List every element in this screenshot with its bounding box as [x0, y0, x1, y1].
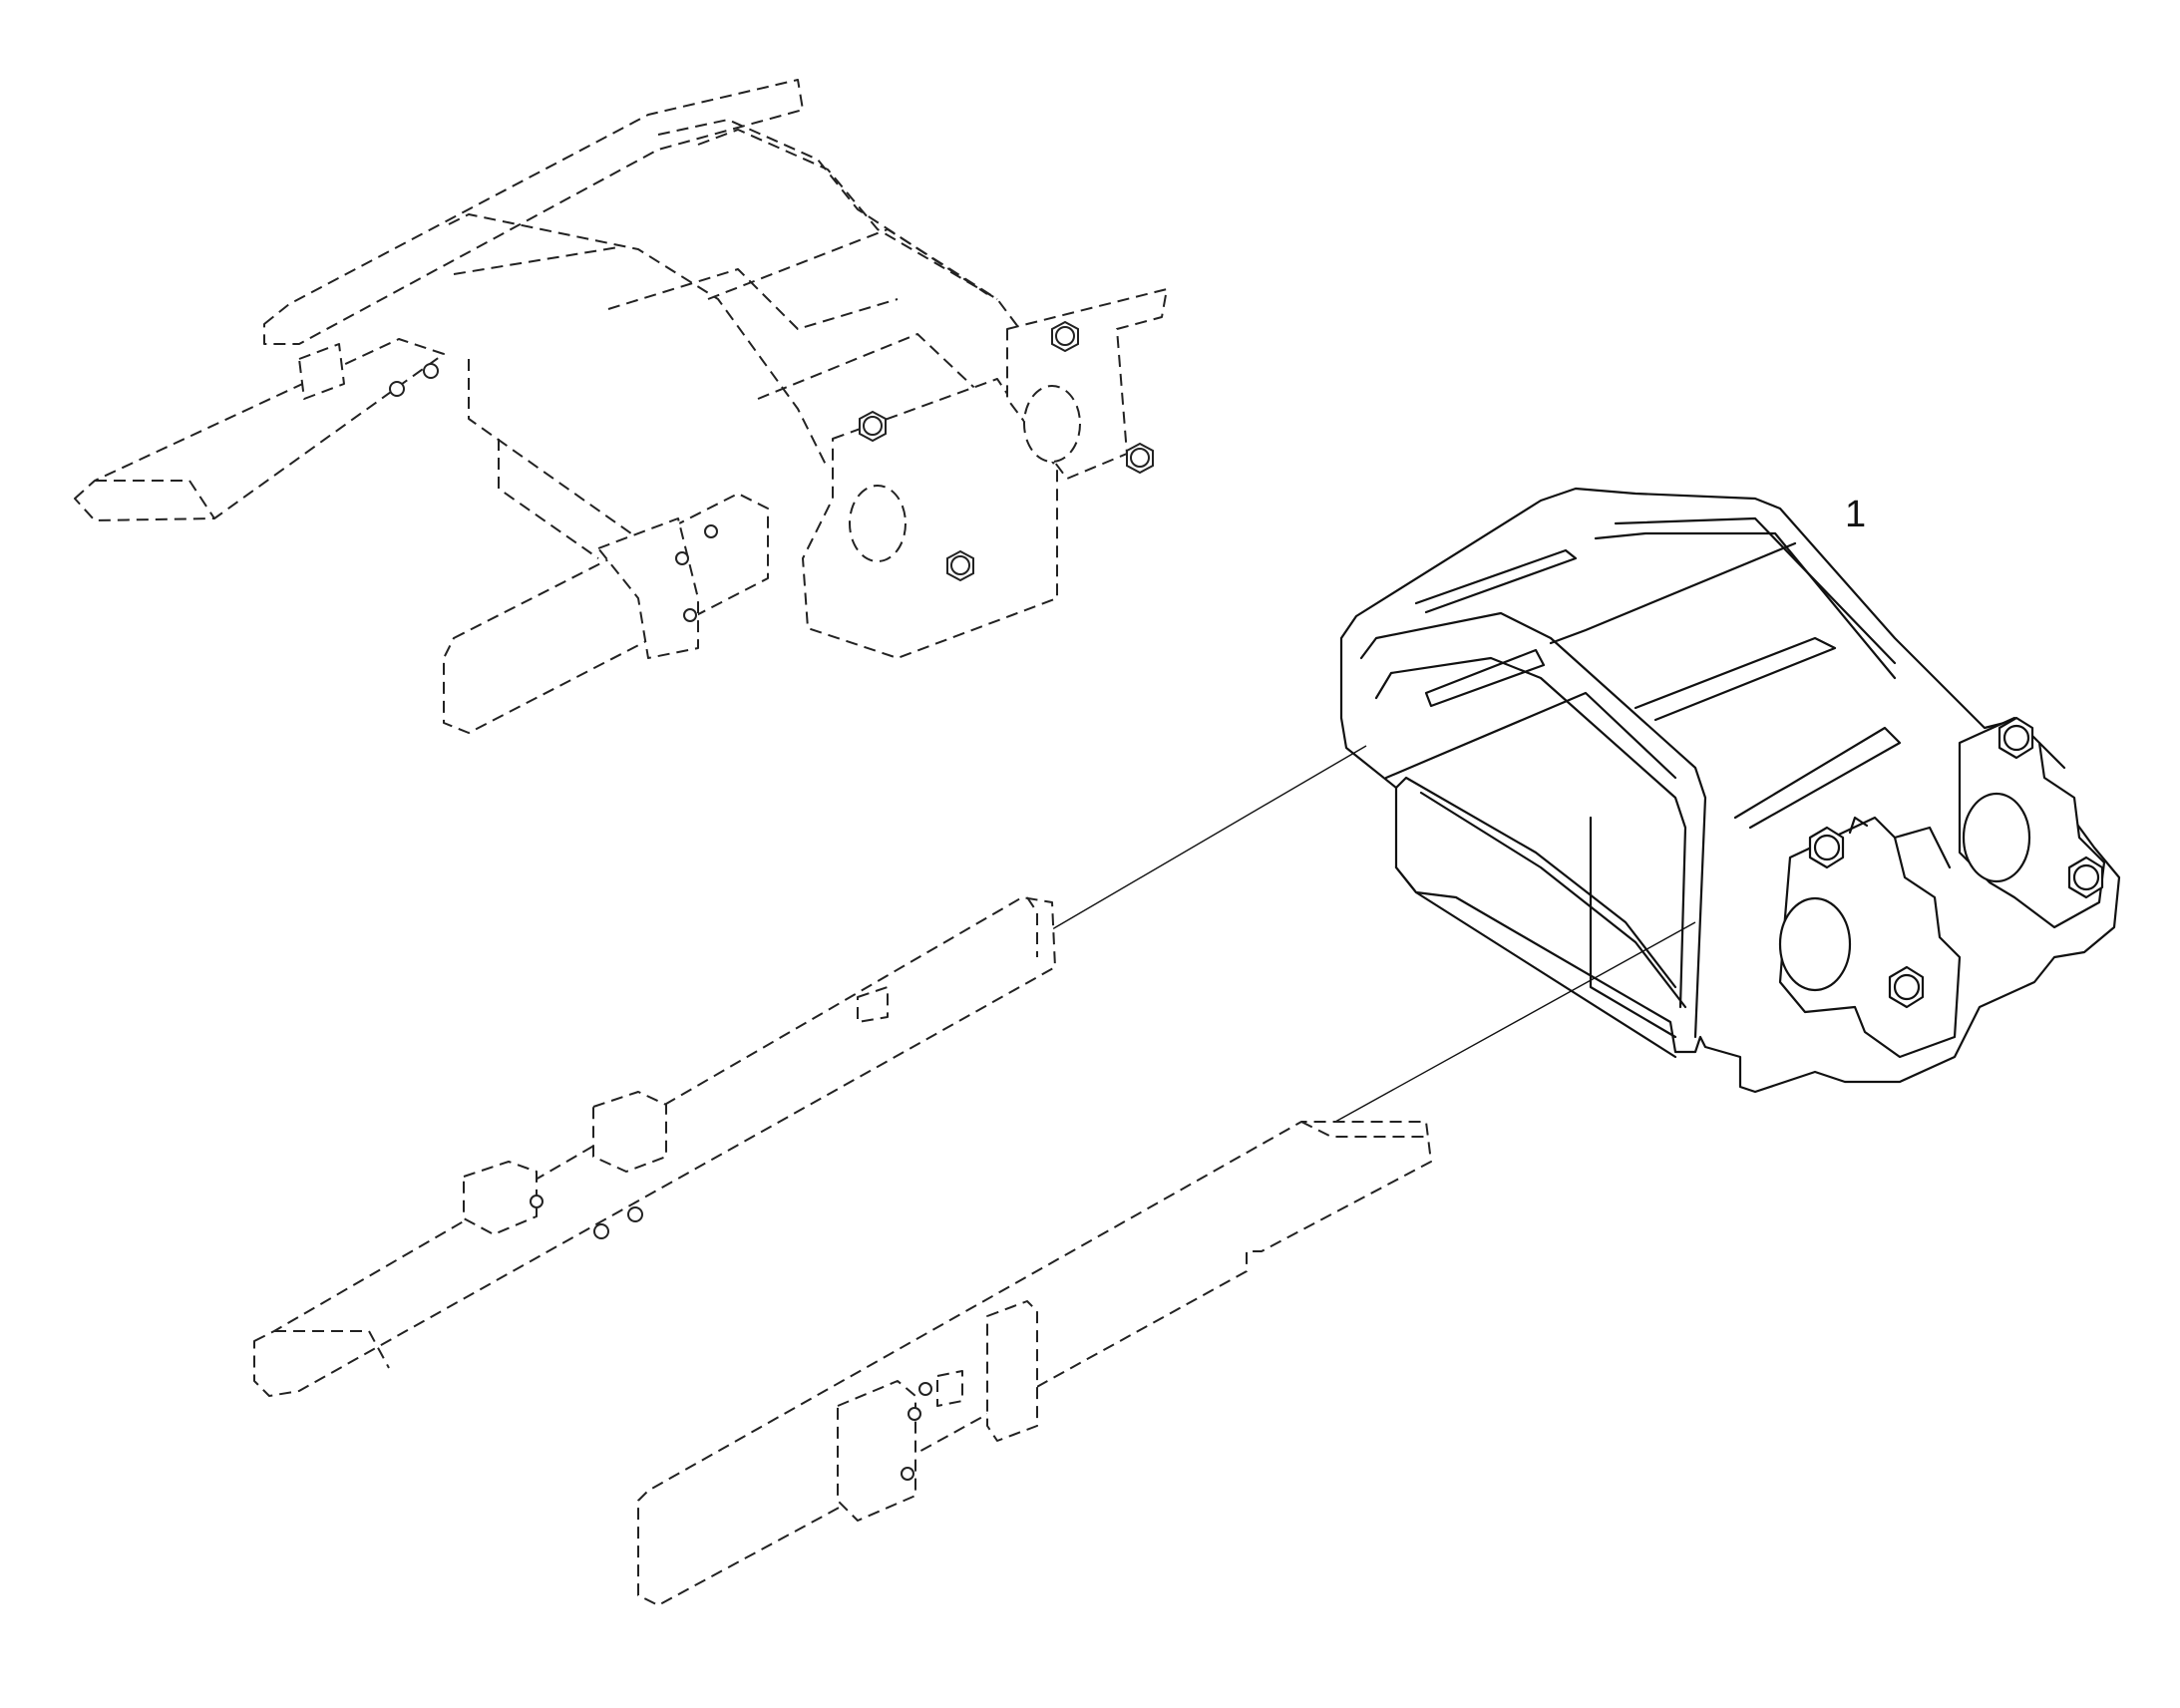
- callout-label-1: 1: [1845, 494, 1866, 535]
- reference-bolt: [1126, 442, 1154, 475]
- bolt-head: [1808, 826, 1845, 869]
- reference-bolt: [859, 410, 887, 443]
- reference-bolt: [946, 549, 974, 582]
- reference-bolt: [1051, 320, 1079, 353]
- bolt-head: [1888, 965, 1925, 1009]
- bolt-head: [2067, 855, 2104, 899]
- loose-tine-lower: [637, 1121, 1432, 1606]
- reference-assembly: [74, 79, 1168, 734]
- explode-line: [1046, 745, 1367, 933]
- main-mounting-bracket: [1339, 487, 2121, 1094]
- explode-line: [1325, 921, 1696, 1128]
- loose-tine-upper: [253, 896, 1056, 1397]
- bolt-head: [1998, 716, 2034, 760]
